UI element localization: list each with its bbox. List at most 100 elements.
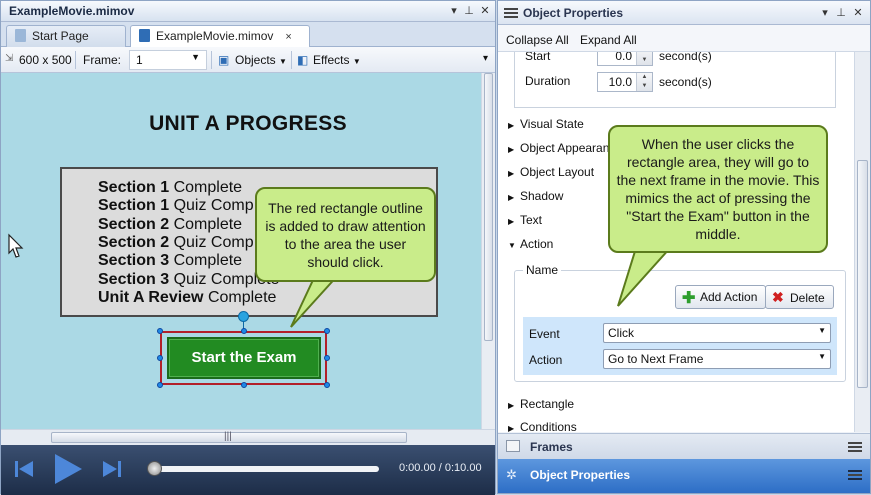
duration-value: 10.0: [608, 75, 632, 89]
grip-icon: |||: [224, 431, 232, 442]
close-icon[interactable]: ✕: [480, 5, 490, 17]
expand-arrow-icon: ▶: [508, 217, 515, 226]
frames-icon: [506, 440, 520, 452]
delete-label: Delete: [790, 291, 825, 305]
stage-size: 600 x 500: [19, 53, 72, 67]
section-object-appearance[interactable]: ▶Object Appearan: [508, 141, 610, 155]
resize-handle[interactable]: [157, 328, 163, 334]
skip-forward-icon[interactable]: [101, 458, 123, 480]
action-label: Action: [529, 353, 563, 367]
delete-button[interactable]: ✖Delete: [765, 285, 834, 309]
close-icon[interactable]: ✕: [853, 7, 863, 19]
effects-menu[interactable]: Effects ▼: [313, 53, 361, 67]
collapse-all-link[interactable]: Collapse All: [506, 33, 569, 47]
event-label: Event: [529, 327, 560, 341]
start-label: Start: [525, 52, 551, 63]
document-titlebar: ExampleMovie.mimov ▾ ⊥ ✕: [1, 1, 495, 22]
spinner-arrows-icon[interactable]: ▲▼: [636, 73, 652, 91]
scroll-thumb[interactable]: [857, 160, 868, 388]
expand-all-link[interactable]: Expand All: [580, 33, 637, 47]
stage-canvas[interactable]: UNIT A PROGRESS Section 1 Complete Secti…: [1, 73, 481, 429]
chevron-down-icon: ▼: [818, 352, 826, 361]
separator: [211, 51, 212, 69]
object-properties-tab-title: Object Properties: [530, 468, 631, 482]
pin-icon[interactable]: ⊥: [836, 7, 846, 19]
progress-row: Section 1 Quiz Comp: [98, 197, 254, 214]
properties-titlebar: Object Properties ▾ ⊥ ✕: [498, 1, 870, 25]
menu-icon[interactable]: [848, 470, 862, 480]
scroll-thumb[interactable]: |||: [51, 431, 407, 443]
resize-icon[interactable]: ⇲: [5, 53, 14, 64]
movie-file-icon: [139, 29, 150, 42]
document-toolbar: ⇲ 600 x 500 Frame: 1▼ ▣ Objects ▼ ◧ Effe…: [1, 47, 495, 73]
action-dropdown[interactable]: Go to Next Frame▼: [603, 349, 831, 369]
duration-spinner[interactable]: 10.0 ▲▼: [597, 72, 653, 92]
document-title: ExampleMovie.mimov: [9, 4, 135, 18]
page-icon: [15, 29, 26, 42]
add-action-button[interactable]: ✚ Add Action: [675, 285, 767, 309]
section-visual-state[interactable]: ▶Visual State: [508, 117, 584, 131]
frame-value: 1: [136, 53, 143, 67]
tab-label: ExampleMovie.mimov: [156, 29, 274, 43]
expand-arrow-icon: ▶: [508, 401, 515, 410]
toolbar-overflow-icon[interactable]: ▾: [483, 53, 489, 64]
frames-title: Frames: [530, 440, 573, 454]
play-icon[interactable]: [49, 451, 85, 487]
start-exam-button[interactable]: Start the Exam: [167, 337, 321, 379]
resize-handle[interactable]: [241, 328, 247, 334]
plus-icon: ✚: [682, 290, 696, 307]
scroll-thumb[interactable]: [484, 73, 493, 341]
tab-close-icon[interactable]: ×: [285, 31, 292, 43]
section-text[interactable]: ▶Text: [508, 213, 543, 227]
resize-handle[interactable]: [157, 382, 163, 388]
event-panel: Event Click▼ Action Go to Next Frame▼: [523, 317, 837, 375]
seek-knob[interactable]: [147, 461, 162, 476]
time-display: 0:00.00 / 0:10.00: [399, 462, 482, 474]
expand-arrow-icon: ▶: [508, 424, 515, 432]
section-conditions[interactable]: ▶Conditions: [508, 420, 577, 432]
start-spinner[interactable]: 0.0 ▲▼: [597, 52, 653, 66]
tab-bar: Start Page ExampleMovie.mimov ×: [1, 22, 495, 48]
menu-icon[interactable]: [504, 8, 518, 18]
dropdown-icon[interactable]: ▾: [451, 5, 457, 17]
progress-row: Section 1 Complete: [98, 179, 243, 196]
skip-back-icon[interactable]: [13, 458, 35, 480]
event-dropdown[interactable]: Click▼: [603, 323, 831, 343]
properties-scrollbar[interactable]: [854, 52, 870, 432]
section-object-layout[interactable]: ▶Object Layout: [508, 165, 595, 179]
progress-row: Section 2 Complete: [98, 216, 243, 233]
frames-panel-tab[interactable]: Frames: [498, 433, 870, 459]
dropdown-icon[interactable]: ▾: [822, 7, 828, 19]
resize-handle[interactable]: [324, 382, 330, 388]
section-shadow[interactable]: ▶Shadow: [508, 189, 564, 203]
tab-start-page[interactable]: Start Page: [6, 25, 126, 47]
tab-example-movie[interactable]: ExampleMovie.mimov ×: [130, 25, 310, 48]
section-action[interactable]: ▼Action: [508, 237, 554, 251]
resize-handle[interactable]: [241, 382, 247, 388]
section-rectangle[interactable]: ▶Rectangle: [508, 397, 575, 411]
effects-icon: ◧: [297, 53, 309, 67]
resize-handle[interactable]: [324, 328, 330, 334]
horizontal-scrollbar[interactable]: |||: [1, 429, 495, 445]
resize-handle[interactable]: [157, 355, 163, 361]
duration-unit: second(s): [659, 75, 712, 89]
rotation-line: [243, 321, 244, 331]
object-properties-tab[interactable]: ✲ Object Properties: [498, 459, 870, 493]
start-unit: second(s): [659, 52, 712, 63]
separator: [75, 51, 76, 69]
menu-icon[interactable]: [848, 442, 862, 452]
seek-bar[interactable]: [153, 466, 379, 472]
rotation-handle[interactable]: [238, 311, 249, 322]
objects-menu[interactable]: Objects ▼: [235, 53, 287, 67]
spinner-arrows-icon[interactable]: ▲▼: [636, 52, 652, 65]
action-name-label: Name: [523, 263, 562, 277]
pin-icon[interactable]: ⊥: [464, 5, 474, 17]
objects-icon: ▣: [218, 53, 230, 67]
frame-dropdown[interactable]: 1▼: [129, 50, 207, 70]
vertical-scrollbar[interactable]: [481, 73, 495, 429]
add-action-label: Add Action: [700, 290, 758, 304]
chevron-down-icon: ▼: [818, 326, 826, 335]
resize-handle[interactable]: [324, 355, 330, 361]
start-value: 0.0: [615, 52, 632, 63]
expand-arrow-icon: ▶: [508, 145, 515, 154]
